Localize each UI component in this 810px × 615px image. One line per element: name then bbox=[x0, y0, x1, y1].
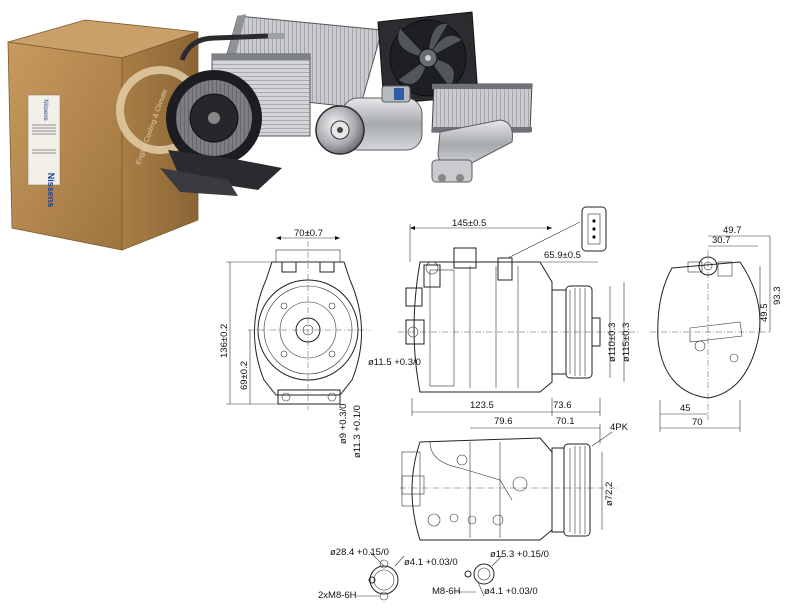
port-left-small: ø4.1 +0.03/0 bbox=[404, 557, 458, 568]
dim-rear-top-1: 49.7 bbox=[723, 225, 742, 236]
dim-side-port: ø11.5 +0.3/0 bbox=[368, 357, 421, 368]
dim-side-connector: 65.9±0.5 bbox=[544, 250, 581, 261]
port-details-drawing: ø28.4 +0.15/0 ø4.1 +0.03/0 2xM8-6H ø15.3… bbox=[318, 547, 549, 601]
rear-view-drawing: 49.7 30.7 93.3 49.5 45 70 bbox=[650, 225, 783, 432]
receiver-drier bbox=[431, 119, 513, 183]
dim-bottom-pulley: ø72.2 bbox=[604, 482, 615, 506]
port-right-small: ø4.1 +0.03/0 bbox=[484, 586, 538, 597]
dim-rear-right-1: 93.3 bbox=[772, 287, 783, 306]
port-right-big: ø15.3 +0.15/0 bbox=[490, 549, 549, 560]
dim-rear-right-2: 49.5 bbox=[759, 304, 770, 323]
dim-bottom-1: 79.6 bbox=[494, 416, 513, 427]
dim-rear-top-2: 30.7 bbox=[712, 235, 731, 246]
product-collage: Nissens Nissens Engine Cooling & Climate bbox=[7, 11, 533, 251]
dim-front-center: 69±0.2 bbox=[239, 361, 250, 390]
bottom-view-drawing: 79.6 70.1 4PK ø72.2 bbox=[400, 416, 629, 541]
dim-bottom-2: 70.1 bbox=[556, 416, 575, 427]
packaging-box: Nissens Nissens Engine Cooling & Climate bbox=[7, 19, 204, 251]
side-view-drawing: 145±0.5 65.9±0.5 ø110±0.3 ø115±0.3 ø11.5… bbox=[368, 206, 640, 416]
dim-rear-bottom-1: 45 bbox=[680, 403, 691, 414]
box-label-logo: Nissens bbox=[42, 99, 48, 120]
dim-side-pulley-a: ø110±0.3 bbox=[607, 323, 618, 362]
dim-front-width: 70±0.7 bbox=[294, 228, 323, 239]
dim-front-hole-a: ø9 +0.3/0 bbox=[338, 404, 349, 444]
box-side-logo: Nissens bbox=[46, 173, 56, 208]
dim-side-pulley-b: ø115±0.3 bbox=[621, 323, 632, 362]
dim-rear-bottom-2: 70 bbox=[692, 417, 703, 428]
front-view-drawing: 70±0.7 136±0.2 69±0.2 ø9 +0.3/0 ø11.3 +0… bbox=[219, 228, 370, 458]
dim-bottom-belt: 4PK bbox=[610, 422, 629, 433]
dim-front-height: 136±0.2 bbox=[219, 324, 230, 358]
cooling-fan bbox=[377, 11, 479, 105]
dim-side-length: 145±0.5 bbox=[452, 218, 486, 229]
port-left-thread: 2xM8-6H bbox=[318, 590, 357, 601]
ac-compressor-photo bbox=[315, 85, 423, 155]
port-right-thread: M8-6H bbox=[432, 586, 461, 597]
dim-side-bottom-left: 123.5 bbox=[470, 400, 494, 411]
dim-side-bottom-right: 73.6 bbox=[553, 400, 572, 411]
port-left-big: ø28.4 +0.15/0 bbox=[330, 547, 389, 558]
blower-motor bbox=[160, 70, 282, 196]
dim-front-hole-b: ø11.3 +0.1/0 bbox=[352, 405, 363, 458]
